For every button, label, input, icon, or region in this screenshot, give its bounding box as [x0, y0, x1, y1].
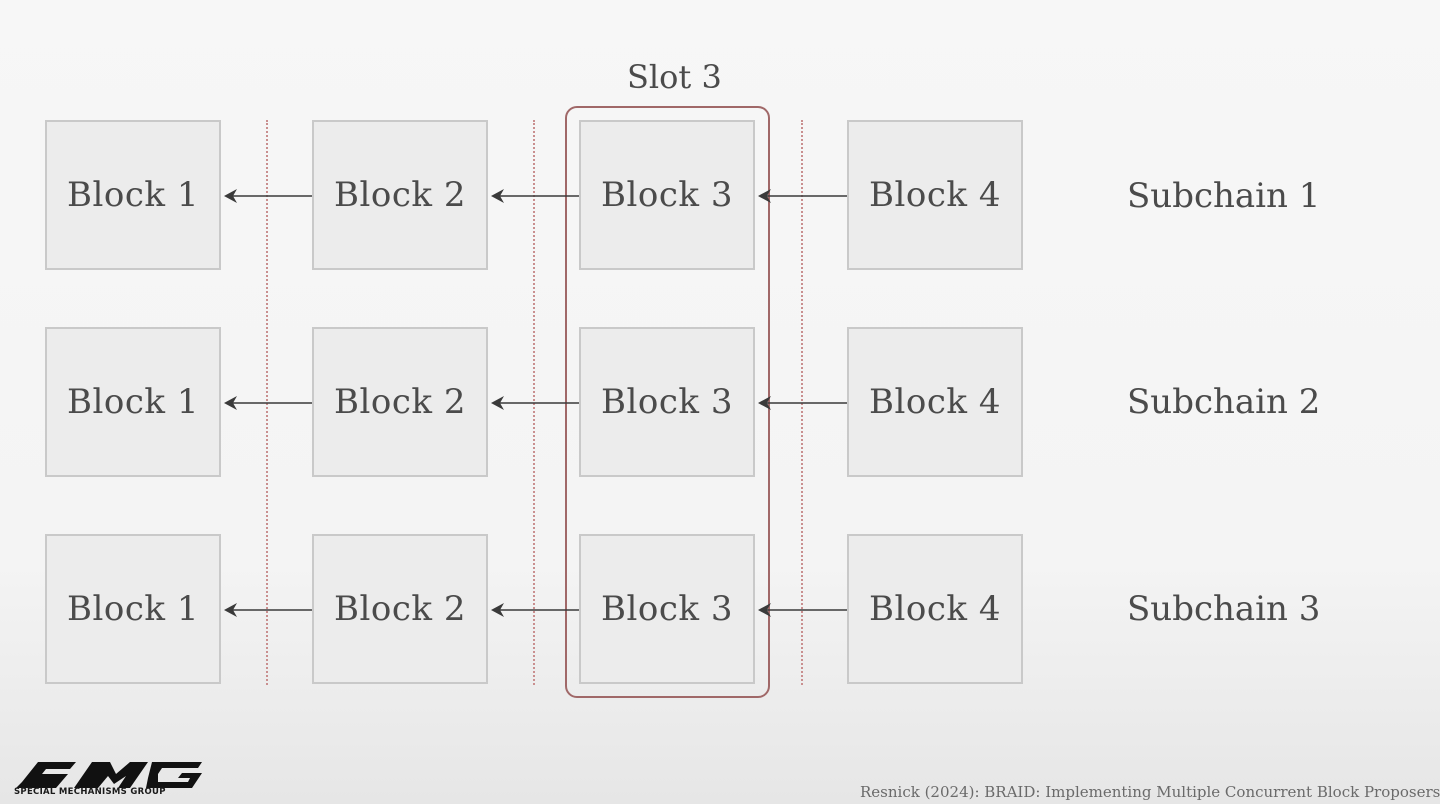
block-row3-col2: Block 2	[312, 534, 488, 684]
subchain-label-1: Subchain 1	[1127, 176, 1321, 216]
citation: Resnick (2024): BRAID: Implementing Mult…	[860, 783, 1440, 801]
subchain-label-2: Subchain 2	[1127, 382, 1321, 422]
block-row2-col3: Block 3	[579, 327, 755, 477]
chain-arrow-head	[491, 603, 504, 617]
chain-arrow-head	[224, 603, 237, 617]
chain-arrow-head	[491, 189, 504, 203]
subchain-label-3: Subchain 3	[1127, 589, 1321, 629]
chain-arrow-head	[224, 396, 237, 410]
block-row2-col2: Block 2	[312, 327, 488, 477]
block-row2-col1: Block 1	[45, 327, 221, 477]
chain-arrow-head	[758, 189, 771, 203]
block-row1-col3: Block 3	[579, 120, 755, 270]
logo-subtitle: SPECIAL MECHANISMS GROUP	[14, 787, 166, 797]
slot-label: Slot 3	[627, 58, 722, 96]
block-row3-col1: Block 1	[45, 534, 221, 684]
block-row3-col4: Block 4	[847, 534, 1023, 684]
smg-logo	[16, 762, 202, 788]
chain-arrow-head	[758, 603, 771, 617]
block-row1-col2: Block 2	[312, 120, 488, 270]
chain-arrow-head	[758, 396, 771, 410]
block-row2-col4: Block 4	[847, 327, 1023, 477]
chain-arrow-head	[491, 396, 504, 410]
block-row1-col1: Block 1	[45, 120, 221, 270]
slot-highlight-frame	[565, 106, 770, 698]
chain-arrow-head	[224, 189, 237, 203]
block-row3-col3: Block 3	[579, 534, 755, 684]
block-row1-col4: Block 4	[847, 120, 1023, 270]
